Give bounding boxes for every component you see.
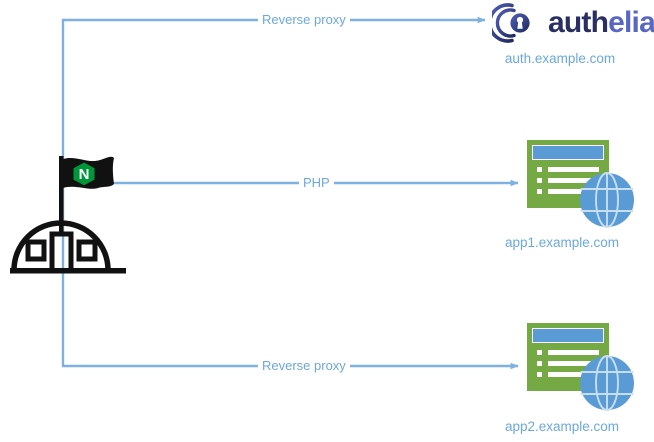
app1-window-titlebar [532, 145, 604, 160]
bullet-icon [537, 178, 542, 183]
edge-label-reverse-proxy-app2: Reverse proxy [258, 358, 350, 374]
authelia-wordmark-part2: elia [608, 6, 654, 39]
authelia-lock-icon [488, 3, 530, 43]
list-item-line [548, 372, 599, 377]
authelia-wordmark: authelia [548, 6, 654, 40]
list-item-line [548, 189, 599, 194]
edge-label-reverse-proxy-authelia: Reverse proxy [258, 12, 350, 28]
list-item-line [548, 167, 599, 172]
app2-window-body [527, 323, 609, 391]
host-label-authelia: auth.example.com [504, 51, 616, 66]
list-item [537, 350, 599, 355]
node-authelia[interactable]: authelia [488, 2, 654, 44]
nginx-logo-icon: N [10, 156, 126, 274]
bullet-icon [537, 167, 542, 172]
bullet-icon [537, 189, 542, 194]
host-label-app1: app1.example.com [504, 235, 620, 250]
bullet-icon [537, 350, 542, 355]
bullet-icon [537, 361, 542, 366]
list-item [537, 372, 599, 377]
host-label-app2: app2.example.com [504, 419, 620, 434]
authelia-wordmark-part1: auth [548, 6, 609, 39]
bullet-icon [537, 372, 542, 377]
nginx-flag-letter: N [79, 166, 90, 183]
edge-nginx-to-app2 [61, 183, 519, 370]
edge-label-php: PHP [299, 175, 334, 191]
app1-window-list [537, 167, 599, 200]
list-item-line [548, 178, 599, 183]
node-app1-server[interactable] [527, 140, 635, 232]
list-item [537, 167, 599, 172]
list-item [537, 361, 599, 366]
list-item-line [548, 361, 599, 366]
globe-icon [580, 355, 634, 411]
node-nginx-proxy[interactable]: N [8, 152, 128, 277]
list-item [537, 178, 599, 183]
list-item [537, 189, 599, 194]
node-app2-server[interactable] [527, 323, 635, 415]
app2-window-list [537, 350, 599, 383]
globe-icon [580, 172, 634, 228]
list-item-line [548, 350, 599, 355]
app2-window-titlebar [532, 328, 604, 343]
